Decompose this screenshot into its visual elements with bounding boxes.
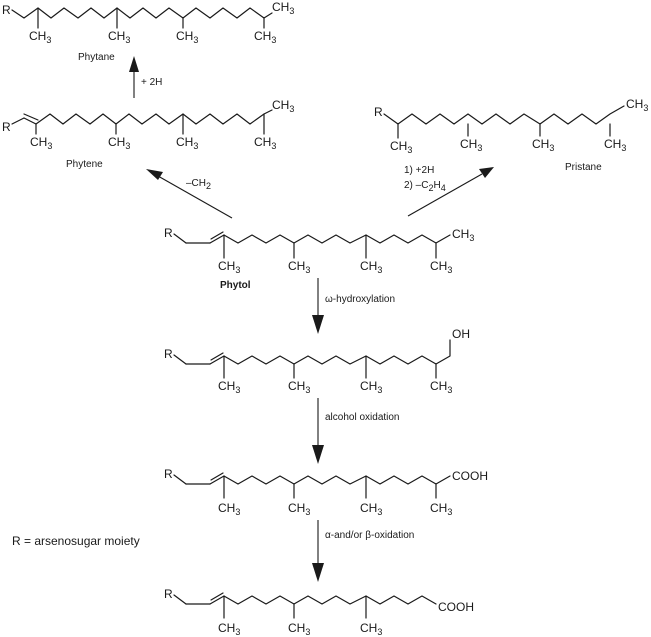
hydroxy-ch3-label: CH3 [288,379,310,395]
alcohol-oxidation-label: alcohol oxidation [325,412,400,423]
alpha-beta-oxidation-label: α-and/or β-oxidation [325,530,414,541]
svg-text:CH3: CH3 [360,379,382,395]
acid-r-label: R [164,467,173,481]
hydroxyl-label: OH [452,327,470,341]
alcohol-oxidation-arrow: alcohol oxidation [312,398,400,464]
hydroxy-phytol-structure: R CH3 CH3 CH3 CH3 OH [164,327,470,395]
pristane-ch3-label: CH3 [604,137,626,153]
svg-text:CH3: CH3 [254,135,276,151]
svg-text:CH3: CH3 [626,97,648,113]
svg-text:CH3: CH3 [218,501,240,517]
svg-text:CH3: CH3 [108,135,130,151]
pristane-ch3-label: CH3 [532,137,554,153]
phytol-ch3-label: CH3 [360,259,382,275]
hydrogenation-label: + 2H [141,77,162,88]
svg-text:CH3: CH3 [218,379,240,395]
bottom-r-label: R [164,587,173,601]
svg-text:CH3: CH3 [460,137,482,153]
alpha-beta-oxidation-arrow: α-and/or β-oxidation [312,520,414,582]
svg-text:CH3: CH3 [360,259,382,275]
pristane-ch3-label: CH3 [626,97,648,113]
bottom-ch3-label: CH3 [218,621,240,637]
svg-text:CH3: CH3 [430,379,452,395]
pristane-r-label: R [374,105,383,119]
phytene-structure: R CH3 CH3 CH3 CH3 CH3 Phytene [2,98,294,170]
svg-text:CH3: CH3 [288,259,310,275]
svg-text:CH3: CH3 [254,29,276,45]
svg-text:CH3: CH3 [272,98,294,114]
svg-text:CH3: CH3 [218,621,240,637]
bottom-ch3-label: CH3 [360,621,382,637]
r-group-legend: R = arsenosugar moiety [12,534,140,548]
pristane-ch3-label: CH3 [460,137,482,153]
acid-ch3-label: CH3 [430,501,452,517]
phytol-r-label: R [164,226,173,240]
phytane-ch3-label: CH3 [29,29,51,45]
svg-text:CH3: CH3 [218,259,240,275]
pristane-formation-arrow: 1) +2H 2) –C2H4 [404,165,494,217]
hydroxy-ch3-label: CH3 [218,379,240,395]
phytol-structure: R CH3 CH3 CH3 CH3 CH3 Phytol [164,226,474,291]
bottom-ch3-label: CH3 [288,621,310,637]
svg-text:CH3: CH3 [176,29,198,45]
phytene-name: Phytene [66,159,103,170]
acid-ch3-label: CH3 [360,501,382,517]
svg-text:CH3: CH3 [532,137,554,153]
phytene-ch3-label: CH3 [254,135,276,151]
svg-text:CH3: CH3 [288,379,310,395]
svg-text:CH3: CH3 [288,621,310,637]
svg-text:CH3: CH3 [29,29,51,45]
omega-hydroxylation-arrow: ω-hydroxylation [312,278,395,334]
phytene-ch3-label: CH3 [272,98,294,114]
phytane-structure: R CH3 CH3 CH3 CH3 CH3 Phytane [2,0,294,63]
hydroxy-ch3-label: CH3 [360,379,382,395]
phytane-ch3-label: CH3 [272,0,294,16]
phytene-ch3-label: CH3 [176,135,198,151]
hydroxy-r-label: R [164,347,173,361]
acid-ch3-label: CH3 [288,501,310,517]
svg-text:CH3: CH3 [360,621,382,637]
phytene-ch3-label: CH3 [30,135,52,151]
phytane-r-label: R [2,3,11,17]
shortened-acid-structure: R CH3 CH3 CH3 COOH [164,587,474,637]
svg-text:CH3: CH3 [430,259,452,275]
svg-text:CH3: CH3 [360,501,382,517]
phytane-ch3-label: CH3 [108,29,130,45]
demethylation-label: –CH2 [186,178,211,191]
phytene-ch3-label: CH3 [108,135,130,151]
omega-hydroxylation-label: ω-hydroxylation [325,294,395,305]
svg-text:CH3: CH3 [272,0,294,16]
phytane-name: Phytane [78,52,115,63]
hydrogenation-arrow: + 2H [129,56,162,98]
demethylation-arrow: –CH2 [146,169,233,219]
phytol-ch3-label: CH3 [218,259,240,275]
svg-text:CH3: CH3 [390,139,412,155]
svg-text:CH3: CH3 [604,137,626,153]
acid-cooh-label: COOH [452,469,488,483]
pristane-ch3-label: CH3 [390,139,412,155]
phytol-ch3-label: CH3 [288,259,310,275]
phytane-ch3-label: CH3 [176,29,198,45]
hydroxy-ch3-label: CH3 [430,379,452,395]
phytol-ch3-label: CH3 [452,227,474,243]
pristane-step1-label: 1) +2H [404,165,434,176]
pristane-name: Pristane [565,162,602,173]
phytene-r-label: R [2,120,11,134]
acid-ch3-label: CH3 [218,501,240,517]
svg-text:CH3: CH3 [430,501,452,517]
svg-text:CH3: CH3 [452,227,474,243]
pristane-step2-label: 2) –C2H4 [404,180,446,193]
bottom-cooh-label: COOH [438,600,474,614]
phytolic-acid-structure: R CH3 CH3 CH3 CH3 COOH [164,467,488,517]
svg-text:CH3: CH3 [108,29,130,45]
phytol-name: Phytol [220,280,251,291]
svg-text:CH3: CH3 [288,501,310,517]
phytane-ch3-label: CH3 [254,29,276,45]
phytol-ch3-label: CH3 [430,259,452,275]
pristane-structure: R CH3 CH3 CH3 CH3 CH3 Pristane [374,97,648,173]
svg-text:CH3: CH3 [30,135,52,151]
svg-text:CH3: CH3 [176,135,198,151]
